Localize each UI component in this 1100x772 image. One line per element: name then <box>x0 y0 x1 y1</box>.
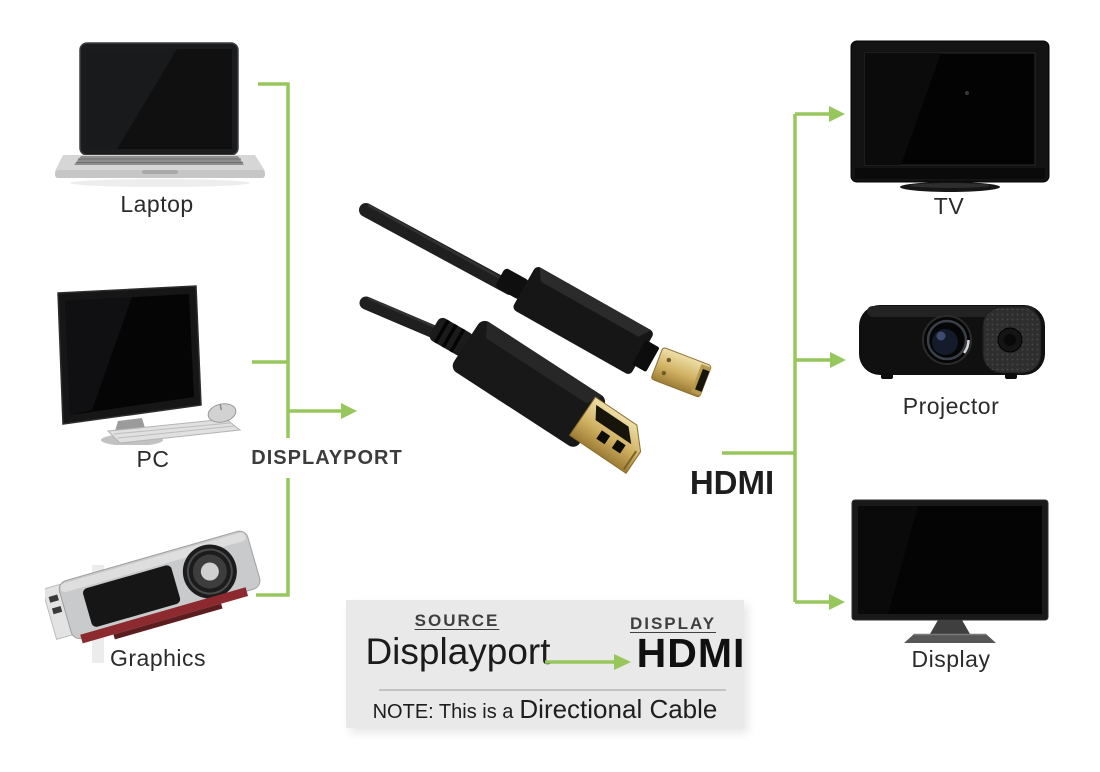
legend-note-emphasis: Directional Cable <box>519 694 718 724</box>
legend-source-heading: SOURCE <box>414 611 500 630</box>
pc-label: PC <box>136 446 170 472</box>
laptop-icon <box>55 42 265 187</box>
displayport-arrowhead-icon <box>341 403 357 419</box>
legend-display-value: HDMI <box>636 630 746 676</box>
display-arrowhead-icon <box>829 594 845 610</box>
graphics-card-icon <box>45 530 261 663</box>
hdmi-port-label: HDMI <box>689 464 775 501</box>
legend-note-prefix: NOTE: This is a <box>372 701 514 723</box>
display-label: Display <box>911 646 991 672</box>
projector-icon <box>859 305 1045 379</box>
legend-source-value: Displayport <box>365 631 551 672</box>
displayport-connector-illustration <box>359 296 642 474</box>
legend-box: SOURCE DISPLAY Displayport HDMI NOTE: Th… <box>346 600 744 728</box>
graphics-branch-line <box>256 478 290 597</box>
hdmi-connector-illustration <box>359 203 712 398</box>
desktop-pc-icon <box>57 285 242 445</box>
projector-arrowhead-icon <box>830 352 846 368</box>
projector-label: Projector <box>902 393 1000 419</box>
tv-arrowhead-icon <box>829 106 845 122</box>
displayport-port-label: DISPLAYPORT <box>251 447 403 469</box>
laptop-label: Laptop <box>120 191 194 217</box>
displayport-to-hdmi-cable-icon <box>359 203 712 474</box>
legend-divider <box>379 689 726 691</box>
laptop-branch-line <box>258 82 290 438</box>
legend-arrow-icon <box>545 654 631 670</box>
legend-display-heading: DISPLAY <box>629 614 717 633</box>
tv-label: TV <box>933 193 965 219</box>
tv-icon <box>850 40 1050 192</box>
monitor-icon <box>851 499 1049 643</box>
graphics-label: Graphics <box>109 645 207 671</box>
